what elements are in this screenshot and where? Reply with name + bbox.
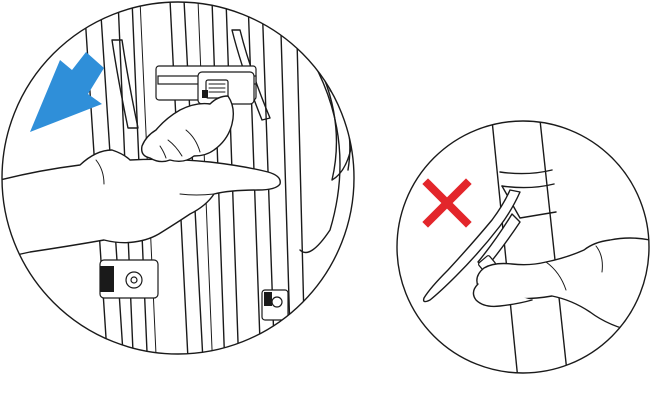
collar-bottom	[502, 184, 554, 188]
x-mark-icon	[428, 184, 466, 222]
bottom-right-clamp	[262, 290, 288, 320]
bottom-left-clamp	[100, 260, 158, 298]
frame-curve-outer	[300, 40, 340, 253]
arrow-down-left-icon	[30, 52, 104, 132]
pulling-hand	[477, 238, 650, 334]
top-latch	[156, 66, 256, 104]
collar-top	[500, 170, 552, 174]
frame-tubes-right	[248, 0, 306, 399]
upper-hand	[142, 96, 234, 162]
left-panel-content	[0, 0, 354, 399]
left-panel	[0, 0, 354, 399]
tube-left-edge	[492, 120, 520, 399]
right-panel	[397, 120, 650, 399]
lower-hand	[0, 150, 280, 258]
